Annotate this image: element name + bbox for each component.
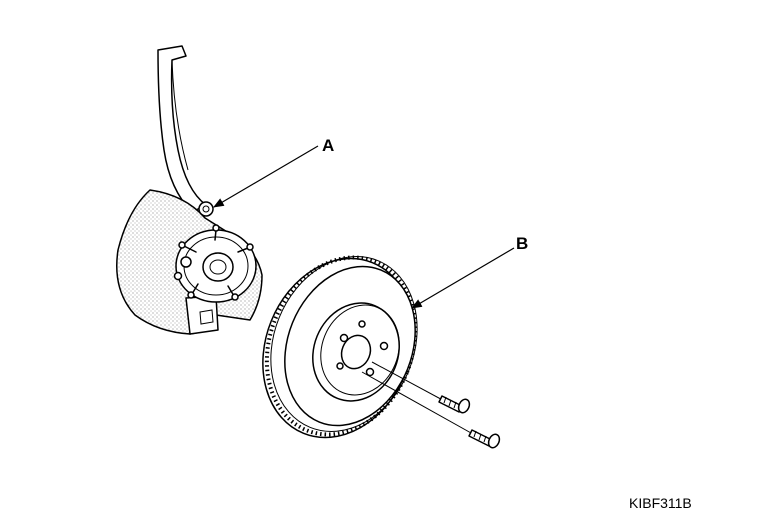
disc-screw-1 bbox=[438, 395, 471, 414]
callout-a-leader bbox=[213, 145, 319, 208]
brake-disc bbox=[262, 255, 418, 439]
wheel-hub bbox=[173, 224, 257, 303]
wheel-studs bbox=[178, 224, 254, 301]
disc-retaining-screws bbox=[361, 361, 501, 449]
callout-b-leader bbox=[411, 247, 515, 309]
mounting-screw-hole bbox=[198, 201, 214, 217]
callout-a: A bbox=[213, 136, 334, 208]
callout-b: B bbox=[411, 234, 528, 309]
callout-a-label: A bbox=[322, 136, 334, 155]
figure-code: KIBF311B bbox=[629, 495, 692, 511]
disc-screw-2 bbox=[468, 429, 501, 449]
callout-b-label: B bbox=[516, 234, 528, 253]
